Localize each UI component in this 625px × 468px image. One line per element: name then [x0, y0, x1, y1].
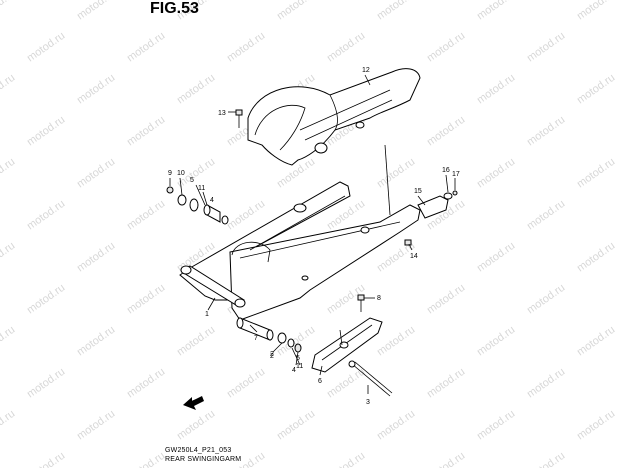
watermark-text: motod.ru: [25, 450, 67, 468]
watermark-text: motod.ru: [475, 324, 517, 359]
chain-guard: [247, 68, 421, 166]
watermark-text: motod.ru: [75, 72, 117, 107]
watermark-text: motod.ru: [375, 408, 417, 443]
watermark-text: motod.ru: [75, 408, 117, 443]
watermark-text: motod.ru: [375, 324, 417, 359]
watermark-text: motod.ru: [275, 408, 317, 443]
watermark-text: motod.ru: [125, 450, 167, 468]
part-label-8: 8: [377, 295, 381, 302]
watermark-text: motod.ru: [325, 366, 367, 401]
part-labels: 1 2 3 4 5 6 7 8 9 10 11 12 13 14 15 16 1…: [168, 67, 460, 406]
part-label-16: 16: [442, 167, 450, 174]
watermark-text: motod.ru: [475, 72, 517, 107]
leader-lines: [169, 74, 456, 394]
watermark-text: motod.ru: [75, 0, 117, 22]
watermark-text: motod.ru: [175, 408, 217, 443]
watermark-text: motod.ru: [325, 450, 367, 468]
lower-bearing-set: [236, 317, 302, 353]
part-label-3: 3: [366, 399, 370, 406]
watermark-text: motod.ru: [375, 156, 417, 191]
watermark-text: motod.ru: [325, 30, 367, 65]
watermark-text: motod.ru: [475, 156, 517, 191]
swingarm: [179, 181, 421, 321]
chain-slider: [311, 317, 393, 397]
watermark-text: motod.ru: [375, 0, 417, 22]
front-arrow-icon: [183, 396, 204, 410]
watermark-text: motod.ru: [25, 282, 67, 317]
part-label-1: 1: [205, 311, 209, 318]
part-label-6: 6: [318, 378, 322, 385]
watermark-text: motod.ru: [125, 30, 167, 65]
part-label-4: 4: [292, 367, 296, 374]
watermark-text: motod.ru: [25, 366, 67, 401]
watermark-text: motod.ru: [475, 408, 517, 443]
watermark-text: motod.ru: [425, 114, 467, 149]
watermark-text: motod.ru: [0, 408, 17, 443]
part-label-7: 7: [254, 335, 258, 342]
watermark-text: motod.ru: [575, 240, 617, 275]
bolts: [235, 109, 412, 312]
watermark-text: motod.ru: [475, 0, 517, 22]
watermark-text: motod.ru: [125, 282, 167, 317]
watermark-text: motod.ru: [0, 324, 17, 359]
part-label-11b: 11: [296, 363, 303, 370]
watermark-text: motod.ru: [0, 72, 17, 107]
watermark-text: motod.ru: [125, 366, 167, 401]
watermark-text: motod.ru: [175, 324, 217, 359]
watermark-text: motod.ru: [125, 114, 167, 149]
part-label-14: 14: [410, 253, 418, 260]
watermark-text: motod.ru: [25, 30, 67, 65]
axle-adjuster: [417, 190, 458, 219]
watermark-text: motod.ru: [275, 0, 317, 22]
watermark-text: motod.ru: [75, 324, 117, 359]
figure-code: GW250L4_P21_053: [165, 447, 232, 454]
part-label-2: 2: [270, 353, 274, 360]
watermark-text: motod.ru: [75, 240, 117, 275]
part-label-12: 12: [362, 67, 370, 74]
watermark-text: motod.ru: [75, 156, 117, 191]
part-label-11: 11: [198, 185, 205, 192]
watermark-text: motod.ru: [575, 324, 617, 359]
part-label-2b: 2: [270, 351, 274, 358]
part-label-13: 13: [218, 110, 226, 117]
part-label-15: 15: [414, 188, 422, 195]
watermark-text: motod.ru: [0, 0, 17, 22]
watermark-text: motod.ru: [175, 72, 217, 107]
watermark-text: motod.ru: [525, 282, 567, 317]
watermark-text: motod.ru: [0, 156, 17, 191]
watermark-text: motod.ru: [0, 240, 17, 275]
upper-bearing-set: [166, 186, 229, 225]
watermark-text: motod.ru: [225, 366, 267, 401]
part-label-9: 9: [168, 170, 172, 177]
part-label-4b: 4: [210, 197, 214, 204]
watermark-text: motod.ru: [425, 30, 467, 65]
watermark-text: motod.ru: [425, 282, 467, 317]
watermark-text: motod.ru: [425, 450, 467, 468]
part-label-10: 10: [177, 170, 185, 177]
watermark-text: motod.ru: [525, 114, 567, 149]
watermark-text: motod.ru: [525, 198, 567, 233]
watermark-text: motod.ru: [575, 156, 617, 191]
watermark-text: motod.ru: [475, 240, 517, 275]
figure-title: FIG.53: [150, 0, 199, 17]
part-label-5: 5: [190, 177, 194, 184]
watermark-text: motod.ru: [225, 30, 267, 65]
watermark-text: motod.ru: [125, 198, 167, 233]
watermark-text: motod.ru: [25, 198, 67, 233]
part-label-17: 17: [452, 171, 460, 178]
watermark-text: motod.ru: [25, 114, 67, 149]
figure-name: REAR SWINGINGARM: [165, 456, 242, 463]
watermark-text: motod.ru: [525, 450, 567, 468]
watermark-text: motod.ru: [425, 366, 467, 401]
watermark-text: motod.ru: [525, 366, 567, 401]
watermark-text: motod.ru: [575, 72, 617, 107]
watermark-text: motod.ru: [575, 0, 617, 22]
part-label-5b: 5: [296, 355, 300, 362]
watermark-text: motod.ru: [575, 408, 617, 443]
watermark-text: motod.ru: [525, 30, 567, 65]
